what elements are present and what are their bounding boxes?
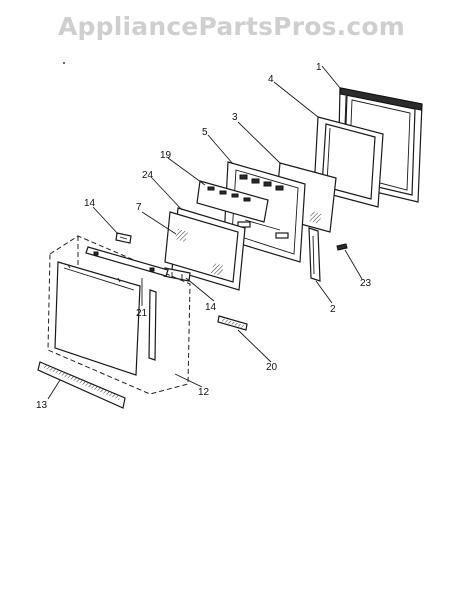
outer-door-panel: [54, 261, 141, 376]
callout-4: 4: [268, 74, 274, 85]
callout-23: 23: [360, 278, 372, 289]
callout-24: 24: [142, 170, 154, 181]
callout-21: 21: [136, 308, 148, 319]
callout-2: 2: [330, 304, 336, 315]
part-7-glass-pane: [164, 211, 239, 283]
callout-12: 12: [198, 387, 210, 398]
callout-3: 3: [232, 112, 238, 123]
callout-20: 20: [266, 362, 278, 373]
callout-14-upper: 14: [84, 198, 96, 209]
watermark-logo: AppliancePartsPros.com: [57, 12, 406, 41]
callout-1: 1: [316, 62, 322, 73]
callout-5: 5: [202, 127, 208, 138]
leader-lines: [47, 65, 363, 400]
stray-dot: [63, 62, 65, 64]
callout-14-lower: 14: [205, 302, 217, 313]
callout-7: 7: [136, 202, 142, 213]
part-19-vent-plate: [196, 180, 269, 223]
part-23-clip: [336, 243, 348, 251]
part-14-bracket-upper: [115, 232, 132, 244]
callout-13: 13: [36, 400, 48, 411]
callout-19: 19: [160, 150, 172, 161]
part-20-bar: [217, 315, 248, 331]
part-21-strip: [85, 246, 169, 361]
part-13-bottom-trim: [37, 361, 126, 409]
part-2-hinge: [308, 227, 321, 282]
